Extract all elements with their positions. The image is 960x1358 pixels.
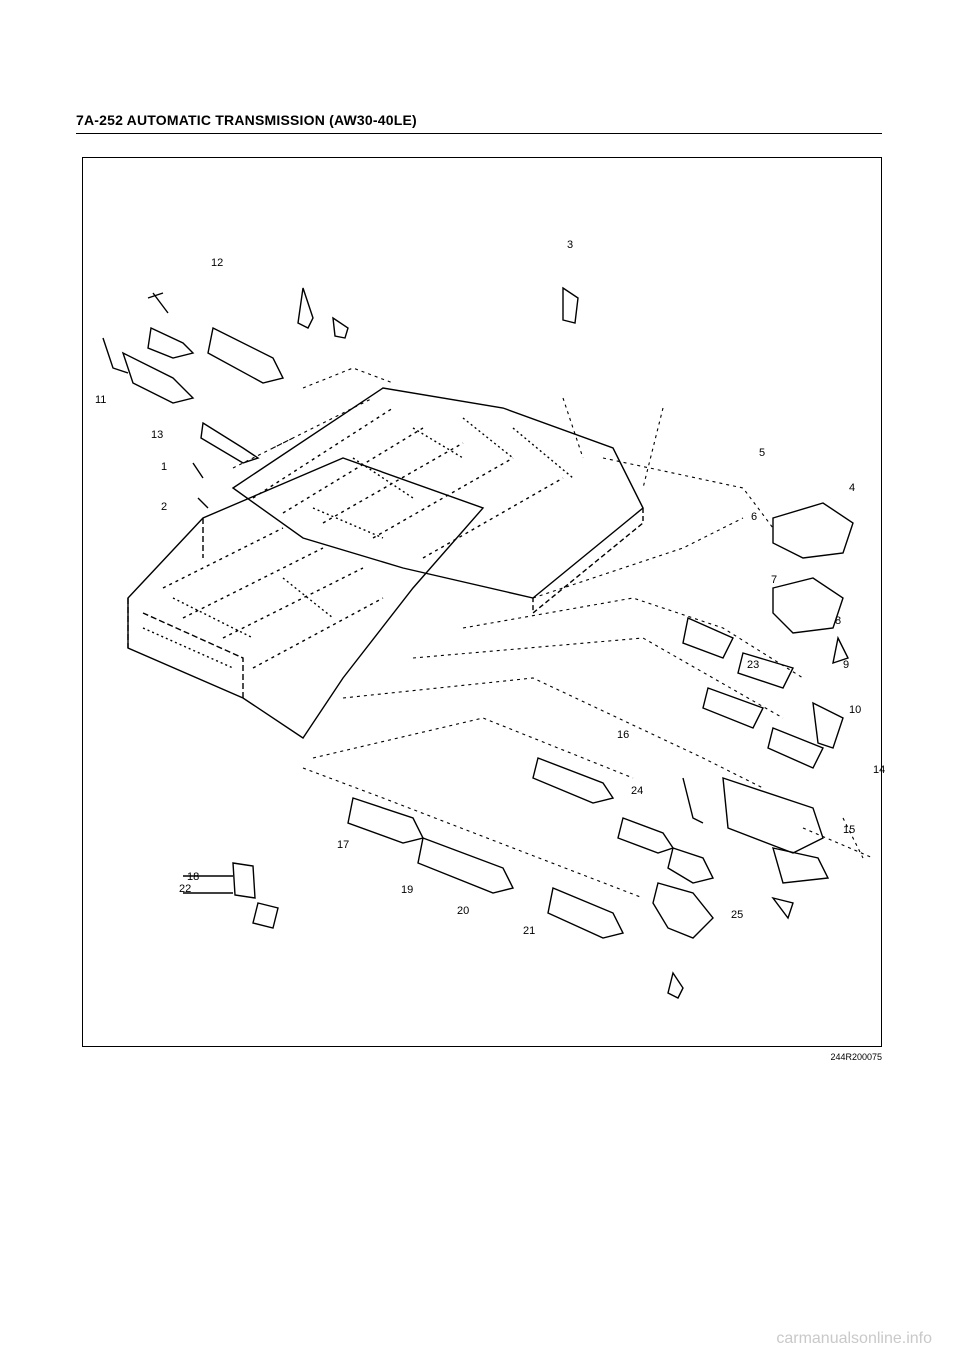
callout-label: 3 — [567, 239, 573, 251]
watermark: carmanualsonline.info — [776, 1330, 932, 1347]
callout-label: 13 — [151, 429, 163, 441]
lower-valve-body — [127, 457, 485, 739]
callout-label: 25 — [731, 909, 743, 921]
alignment-lines — [232, 367, 874, 899]
callout-label: 17 — [337, 839, 349, 851]
lower-parts — [183, 757, 715, 999]
callout-label: 18 — [187, 871, 199, 883]
callout-label: 23 — [747, 659, 759, 671]
figure-code: 244R200075 — [830, 1052, 882, 1062]
callout-label: 8 — [835, 615, 841, 627]
top-left-parts — [102, 286, 579, 509]
callout-label: 6 — [751, 511, 757, 523]
callout-label: 11 — [95, 394, 106, 406]
callout-label: 22 — [179, 883, 191, 895]
page-title: 7A-252 AUTOMATIC TRANSMISSION (AW30-40LE… — [76, 112, 417, 128]
valve-body-drawing: 1234567891011121314151617181920212223242… — [95, 239, 885, 999]
callout-label: 2 — [161, 501, 167, 513]
callout-label: 1 — [161, 461, 167, 473]
callout-label: 19 — [401, 884, 413, 896]
callout-label: 20 — [457, 905, 469, 917]
callout-label: 24 — [631, 785, 643, 797]
callout-label: 10 — [849, 704, 861, 716]
callout-label: 21 — [523, 925, 535, 937]
callout-label: 12 — [211, 257, 223, 269]
callout-label: 15 — [843, 824, 855, 836]
header-rule — [76, 133, 882, 134]
upper-valve-body — [231, 387, 644, 615]
callout-label: 4 — [849, 482, 855, 494]
callout-label: 16 — [617, 729, 629, 741]
callout-label: 9 — [843, 659, 849, 671]
right-side-parts — [682, 502, 854, 920]
callout-label: 7 — [771, 574, 777, 586]
callout-label: 14 — [873, 764, 885, 776]
callout-label: 5 — [759, 447, 765, 459]
page-header: 7A-252 AUTOMATIC TRANSMISSION (AW30-40LE… — [76, 112, 882, 134]
